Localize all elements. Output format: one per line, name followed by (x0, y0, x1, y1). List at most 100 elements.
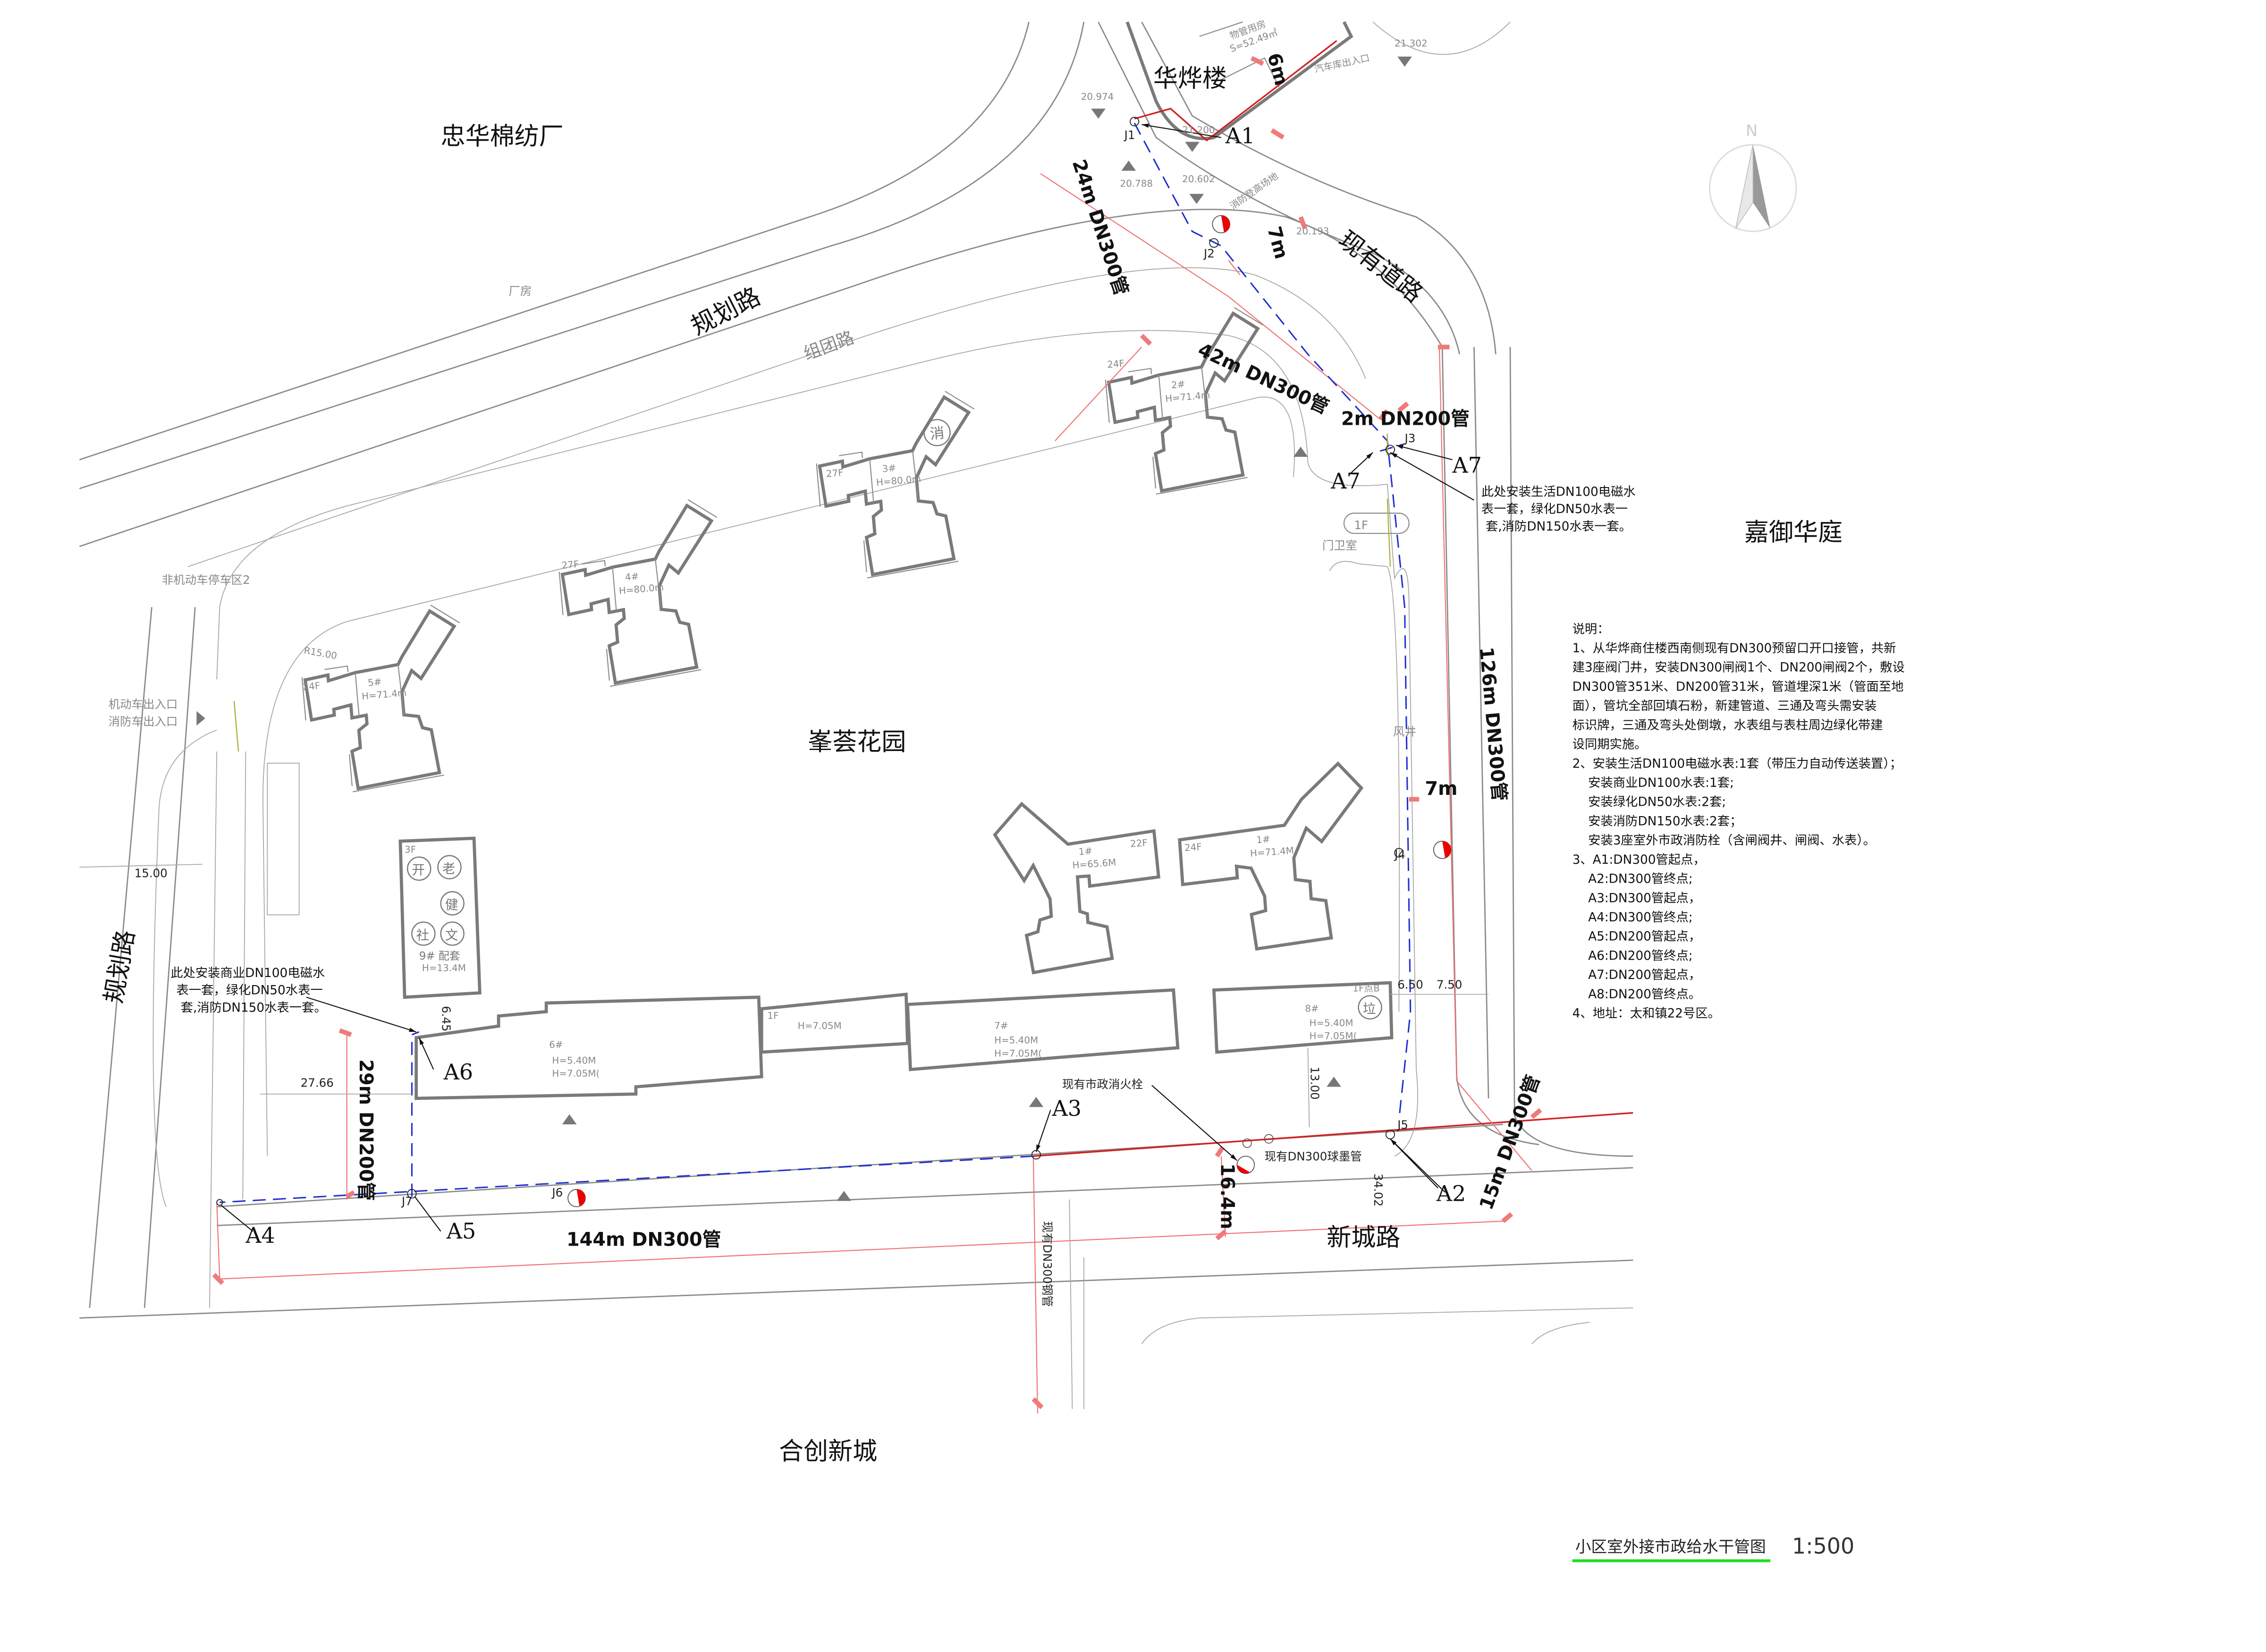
building-number: 6# (549, 1039, 563, 1050)
building-height: H=5.40M (1309, 1018, 1353, 1028)
vehicle-entrance-label: 机动车出入口 (109, 698, 178, 711)
building-7: 7# H=5.40M H=7.05M( (905, 988, 1180, 1071)
building-4: 4# H=80.0m 27F (554, 497, 731, 690)
note-line: 设同期实施。 (1573, 738, 1647, 752)
drawing-title: 小区室外接市政给水干管图 (1575, 1537, 1766, 1556)
note-line: 1、从华烨商住楼西南侧现有DN300预留口开口接管，共新 (1573, 641, 1896, 656)
building-number: 1# (1078, 845, 1093, 857)
planned-road-west-label: 规划路 (100, 928, 140, 1005)
node-j4: J4 (1394, 848, 1405, 861)
note-line: 建3座阀门井，安装DN300闸阀1个、DN200闸阀2个，敷设 (1573, 661, 1905, 675)
garage-entrance-label: 汽车库出入口 (1313, 52, 1370, 75)
existing-hydrant-icon (1236, 1155, 1255, 1174)
north-arrow: N (1708, 121, 1797, 232)
building-floors: 24F (1184, 842, 1202, 854)
design-notes: 说明：1、从华烨商住楼西南侧现有DN300预留口开口接管，共新建3座阀门井，安装… (1573, 622, 1905, 1020)
jiayu-huating-label: 嘉御华庭 (1744, 518, 1843, 547)
facility-tag: 健 (445, 897, 458, 912)
point-a4: A4 (245, 1222, 275, 1248)
facility-tag: 开 (412, 863, 425, 878)
building-1-west: 1# H=65.6M 22F (993, 801, 1160, 975)
point-a2: A2 (1436, 1180, 1466, 1206)
building-height-2: H=7.05M( (1309, 1031, 1357, 1042)
note-line: A3:DN300管起点， (1573, 891, 1701, 905)
dimension-6-45: 6.45 (440, 1006, 453, 1031)
elevation-label: 20.193 (1296, 226, 1329, 236)
building-floors: 27F (561, 559, 580, 571)
point-a7-west: A7 (1330, 468, 1360, 494)
building-9: 3F 开 老 健 社 文 9# 配套 H=13.4M (398, 836, 482, 999)
building-height: H=71.4M (1250, 845, 1294, 859)
road-network (79, 21, 1633, 1409)
pipe-label-7m: 7m (1263, 224, 1292, 261)
elevation-label: 21.302 (1395, 38, 1428, 49)
building-5: 5# H=71.4m 24F (297, 603, 474, 795)
building-floors: 3F (405, 844, 416, 855)
hydrant-icon (567, 1188, 586, 1207)
west-meter-note-line: 套,消防DN150水表一套。 (181, 1001, 327, 1015)
pipe-label-16m: 16.4m (1217, 1163, 1238, 1230)
building-height: H=71.4m (1165, 389, 1210, 404)
note-line: DN300管351米、DN200管31米，管道埋深1米（管面至地 (1573, 680, 1904, 694)
point-a7-east: A7 (1452, 453, 1482, 478)
building-number: 8# (1305, 1003, 1319, 1014)
radius-label: R15.00 (303, 645, 338, 661)
node-j6: J6 (551, 1186, 563, 1199)
building-6: 6# H=5.40M H=7.05M( (414, 995, 763, 1100)
node-j5: J5 (1396, 1118, 1408, 1131)
facility-tag: 文 (445, 927, 458, 943)
point-a6: A6 (443, 1059, 473, 1085)
east-meter-note-line: 表一套，绿化DN50水表一 (1481, 502, 1628, 516)
dimension-15-00: 15.00 (135, 867, 168, 880)
building-number: 5# (367, 676, 382, 688)
building-height: H=71.4m (361, 687, 407, 702)
elevation-markers (196, 56, 1412, 1201)
node-j3: J3 (1404, 431, 1416, 445)
building-height-2: H=7.05M( (552, 1068, 600, 1079)
building-8: 8# H=5.40M H=7.05M( 1F点B 垃 (1212, 981, 1394, 1054)
drawing-title-block: 小区室外接市政给水干管图 1:500 (1572, 1533, 1854, 1562)
planned-road-north-label: 规划路 (686, 282, 765, 341)
building-height-2: H=7.05M( (994, 1048, 1042, 1059)
note-line: A2:DN300管终点; (1573, 872, 1693, 886)
existing-hydrant-label: 现有市政消火栓 (1062, 1078, 1143, 1091)
building-height: H=80.0m (618, 582, 664, 597)
note-line: 安装商业DN100水表:1套; (1573, 776, 1734, 790)
note-line: 安装绿化DN50水表:2套; (1573, 795, 1726, 809)
building-3: 3# H=80.0m 27F 消 (811, 389, 988, 582)
dimension-34-02: 34.02 (1371, 1173, 1385, 1206)
new-dn300-pipe-south (220, 1155, 1033, 1203)
building-1-east: 1# H=71.4M 24F (1178, 761, 1364, 951)
zhonghua-mill-label: 忠华棉纺厂 (441, 123, 564, 151)
building-floors: 1F点B (1353, 983, 1380, 994)
existing-road-label: 现有道路 (1333, 226, 1428, 308)
note-line: 4、地址：太和镇22号区。 (1573, 1007, 1720, 1021)
hydrant-icon (1433, 841, 1452, 859)
building-floors: 27F (826, 467, 844, 480)
fire-room-tag (923, 419, 951, 447)
building-floors: 1F (768, 1011, 779, 1021)
facility-tag: 老 (442, 861, 456, 876)
fenghui-garden-label: 峯荟花园 (808, 728, 906, 756)
dimension-13-00: 13.00 (1308, 1067, 1322, 1100)
pipe-label-144m: 144m DN300管 (566, 1229, 721, 1250)
building-number: 2# (1171, 379, 1185, 390)
building-height: H=13.4M (422, 963, 466, 974)
pipelines (216, 40, 1633, 1414)
node-j2: J2 (1203, 246, 1215, 260)
note-line: 标识牌，三通及弯头处倒墩，水表组与表柱周边绿化带建 (1573, 718, 1883, 733)
garbage-label: 垃 (1363, 1001, 1376, 1016)
pipe-label-15m: 15m DN300管 (1475, 1072, 1544, 1213)
elevation-label: 20.788 (1120, 178, 1153, 189)
building-number: 4# (625, 571, 639, 582)
pipe-label-126m: 126m DN300管 (1475, 646, 1510, 802)
note-line: 安装3座室外市政消防栓（含闸阀井、闸阀、水表）。 (1573, 834, 1876, 848)
hechuang-xincheng-label: 合创新城 (779, 1437, 877, 1466)
air-shaft-label: 风井 (1393, 725, 1416, 739)
guard-room-outline (1343, 513, 1410, 534)
note-line: 安装消防DN150水表:2套； (1573, 814, 1742, 828)
note-line: A4:DN300管终点; (1573, 910, 1693, 925)
note-line: 2、安装生活DN100电磁水表:1套（带压力自动传送装置）； (1573, 757, 1902, 771)
building-height: H=65.6M (1072, 857, 1116, 871)
